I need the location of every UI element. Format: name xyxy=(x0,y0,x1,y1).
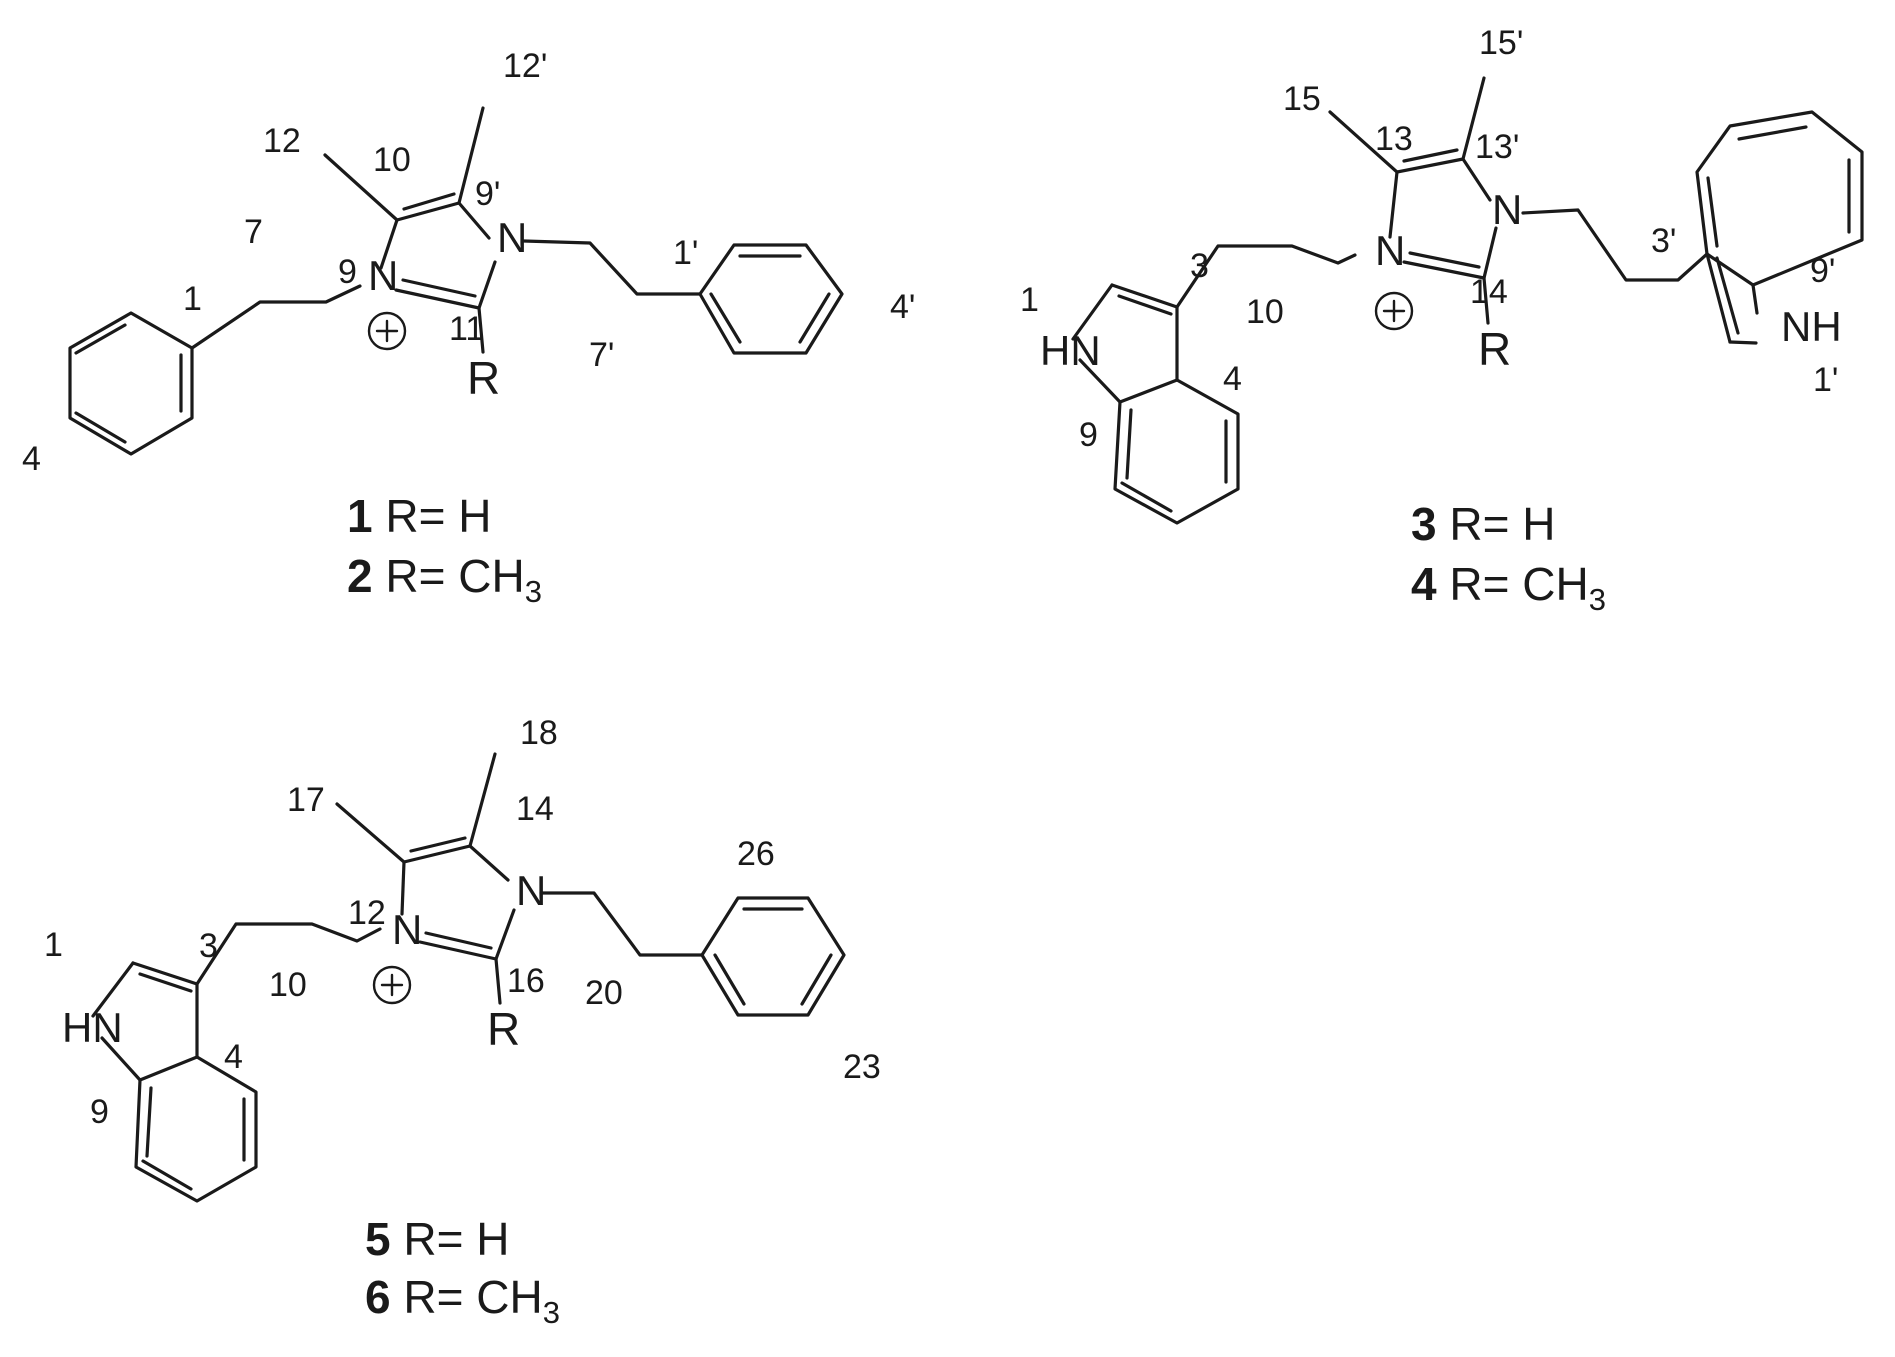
atom-label: HN xyxy=(62,1004,123,1051)
structure-3-4-labels: 15' 15 13 13' N 3' N 3 9' 14 1 10 NH HN R 1' 4 9 xyxy=(1020,24,1842,454)
atom-number-label: 10 xyxy=(373,141,411,179)
atom-number-label: 20 xyxy=(585,974,623,1012)
atom-number-label: 1 xyxy=(1020,281,1039,319)
structure-3-4-bonds xyxy=(1071,76,1864,525)
compound-caption: 5 R= H xyxy=(365,1213,509,1265)
atom-number-label: 15 xyxy=(1283,80,1321,118)
substituent-label: R xyxy=(487,1003,520,1055)
atom-number-label: 12' xyxy=(503,47,547,85)
atom-number-label: 12 xyxy=(348,894,386,932)
atom-number-label: 4 xyxy=(1223,360,1242,398)
subscript-label: 3 xyxy=(1589,582,1606,617)
positive-charge-icon xyxy=(367,311,407,351)
atom-number-label: 10 xyxy=(269,966,307,1004)
structure-5-6-caption: 5 R= H6 R= CH3 xyxy=(365,1213,560,1330)
atom-number-label: 9' xyxy=(475,175,500,213)
atom-label: N xyxy=(1492,186,1522,233)
atom-label: N xyxy=(1375,227,1405,274)
atom-number-label: 11 xyxy=(449,310,484,348)
atom-number-label: 7 xyxy=(244,213,263,251)
atom-number-label: 14 xyxy=(1470,273,1508,311)
atom-number-label: 1' xyxy=(1813,361,1838,399)
compound-r-definition: R= H xyxy=(373,490,492,542)
compound-number: 4 xyxy=(1411,558,1437,610)
structure-1-2-charges xyxy=(367,311,407,351)
compound-caption: 2 R= CH3 xyxy=(347,550,542,609)
atom-number-label: 3' xyxy=(1651,222,1676,260)
subscript-label: 3 xyxy=(525,574,542,609)
structure-3-4-caption: 3 R= H4 R= CH3 xyxy=(1411,498,1606,617)
atom-number-label: 3 xyxy=(1190,247,1209,285)
atom-number-label: 15' xyxy=(1479,24,1523,62)
compound-r-definition: R= CH xyxy=(391,1271,543,1323)
atom-number-label: 16 xyxy=(507,962,545,1000)
substituent-label: R xyxy=(1478,323,1511,375)
atom-number-label: 18 xyxy=(520,714,558,752)
compound-number: 1 xyxy=(347,490,373,542)
compound-number: 5 xyxy=(365,1213,391,1265)
structure-3-4: 15' 15 13 13' N 3' N 3 9' 14 1 10 NH HN R 1' 4 9 3 R= H 4 … xyxy=(1020,24,1864,617)
compound-r-definition: R= CH xyxy=(1437,558,1589,610)
positive-charge-icon xyxy=(1374,291,1414,331)
structure-1-2-caption: 1 R= H2 R= CH3 xyxy=(347,490,542,609)
atom-label: NH xyxy=(1781,303,1842,350)
compound-number: 3 xyxy=(1411,498,1437,550)
compound-r-definition: R= CH xyxy=(373,550,525,602)
atom-label: N xyxy=(497,214,527,261)
compound-caption: 3 R= H xyxy=(1411,498,1555,550)
atom-number-label: 13 xyxy=(1375,120,1413,158)
atom-label: N xyxy=(368,252,398,299)
compound-r-definition: R= H xyxy=(391,1213,510,1265)
substituent-label: R xyxy=(467,352,500,404)
compound-caption: 6 R= CH3 xyxy=(365,1271,560,1330)
atom-number-label: 9 xyxy=(1079,416,1098,454)
compound-number: 2 xyxy=(347,550,373,602)
atom-label: N xyxy=(392,906,422,953)
atom-number-label: 14 xyxy=(516,790,554,828)
atom-number-label: 9 xyxy=(338,253,357,291)
compound-caption: 1 R= H xyxy=(347,490,491,542)
atom-number-label: 23 xyxy=(843,1048,881,1086)
atom-label: N xyxy=(516,867,546,914)
compound-number: 6 xyxy=(365,1271,391,1323)
compound-r-definition: R= H xyxy=(1437,498,1556,550)
atom-number-label: 1 xyxy=(183,280,202,318)
atom-label: HN xyxy=(1040,327,1101,374)
atom-number-label: 1 xyxy=(44,926,63,964)
atom-number-label: 9 xyxy=(90,1093,109,1131)
compound-caption: 4 R= CH3 xyxy=(1411,558,1606,617)
atom-number-label: 4 xyxy=(224,1038,243,1076)
structure-5-6-charges xyxy=(372,965,412,1005)
structure-5-6-bonds xyxy=(91,752,846,1203)
atom-number-label: 3 xyxy=(199,927,218,965)
structure-1-2-bonds xyxy=(68,106,844,456)
atom-number-label: 9' xyxy=(1810,252,1835,290)
atom-number-label: 4 xyxy=(22,440,41,478)
atom-number-label: 12 xyxy=(263,122,301,160)
atom-number-label: 4' xyxy=(890,288,915,326)
atom-number-label: 10 xyxy=(1246,293,1284,331)
positive-charge-icon xyxy=(372,965,412,1005)
atom-number-label: 1' xyxy=(673,234,698,272)
atom-number-label: 7' xyxy=(589,336,614,374)
subscript-label: 3 xyxy=(543,1295,560,1330)
atom-number-label: 17 xyxy=(287,781,325,819)
atom-number-label: 26 xyxy=(737,835,775,873)
atom-number-label: 13' xyxy=(1475,128,1519,166)
structure-3-4-charges xyxy=(1374,291,1414,331)
